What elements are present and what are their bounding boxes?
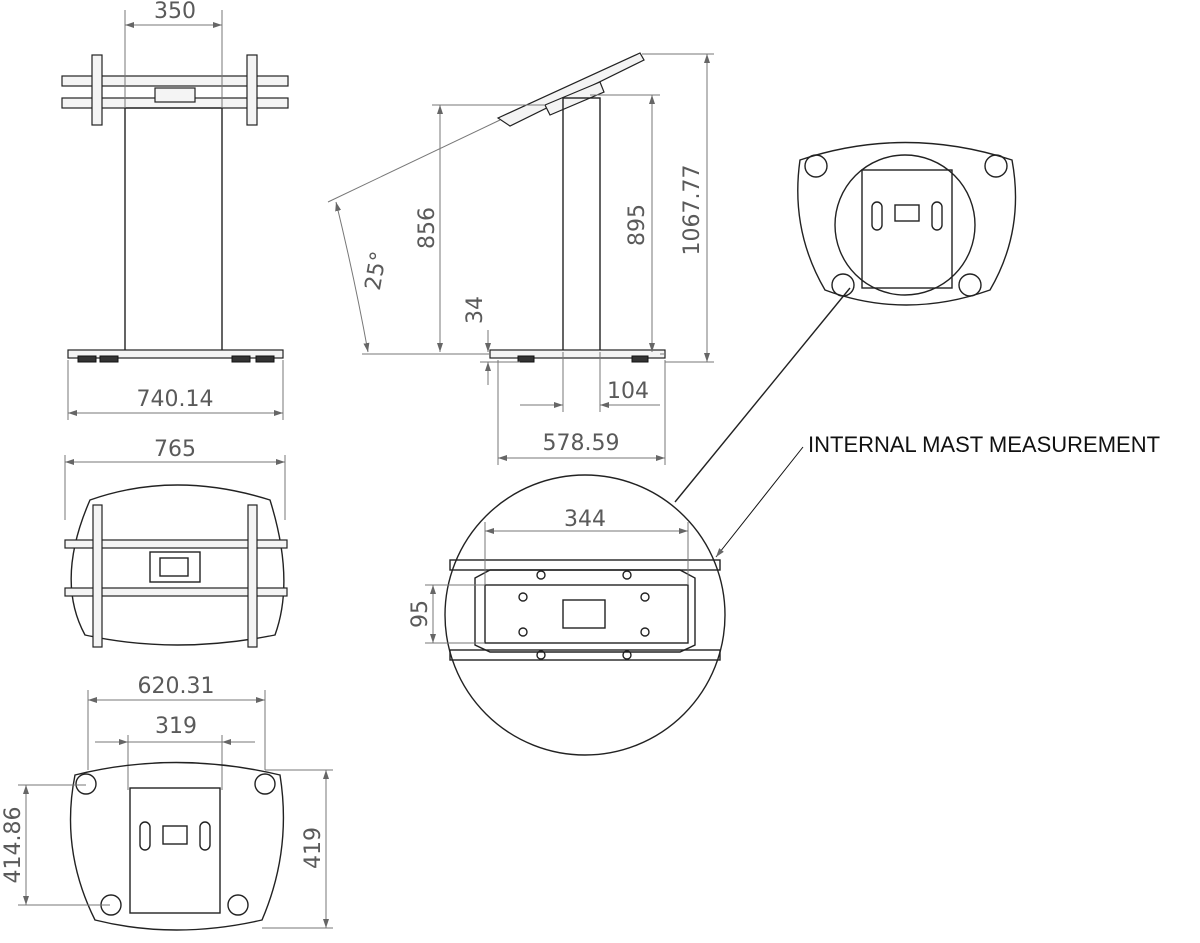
dim-label: 104 bbox=[607, 379, 649, 404]
foot bbox=[255, 355, 275, 363]
screen-tilted bbox=[496, 52, 645, 127]
mast-opening bbox=[484, 584, 689, 644]
base-outline bbox=[70, 484, 285, 646]
mount-rail-top bbox=[61, 75, 289, 87]
slot bbox=[871, 201, 883, 231]
detail-view: 344 95 INTERNAL MAST MEASUREMENT bbox=[408, 432, 1160, 756]
rail-top bbox=[449, 559, 721, 571]
dim-label: 319 bbox=[155, 714, 197, 739]
base-outline bbox=[69, 761, 285, 931]
corner-hole bbox=[227, 894, 249, 916]
mount-upright-left bbox=[92, 504, 103, 648]
dim-label: 344 bbox=[564, 507, 606, 532]
corner-hole bbox=[75, 773, 97, 795]
dim-label: 740.14 bbox=[137, 387, 214, 412]
bolt bbox=[640, 592, 650, 602]
rail-bottom bbox=[449, 649, 721, 661]
dimension-740: 740.14 bbox=[67, 360, 284, 420]
corner-hole bbox=[958, 273, 982, 297]
dimension-344: 344 bbox=[484, 507, 689, 585]
bolt bbox=[518, 627, 528, 637]
mast-plate bbox=[894, 204, 920, 222]
mount-upright-right bbox=[246, 54, 258, 126]
foot bbox=[517, 355, 535, 363]
mast-plate bbox=[162, 825, 188, 845]
dimension-34: 34 bbox=[463, 296, 520, 385]
nut bbox=[622, 650, 632, 660]
front-view: 350 740.14 bbox=[61, 0, 289, 420]
dim-label: 578.59 bbox=[543, 431, 620, 456]
dimension-350: 350 bbox=[124, 0, 223, 108]
column bbox=[562, 97, 601, 353]
base-outline bbox=[797, 141, 1017, 306]
mount-upright-left bbox=[91, 54, 103, 126]
dimension-319: 319 bbox=[95, 714, 255, 790]
side-view: 856 25° 34 895 1067.77 104 bbox=[327, 52, 714, 465]
corner-hole bbox=[831, 273, 855, 297]
mount-plate bbox=[149, 551, 201, 583]
dim-label: 765 bbox=[154, 437, 196, 462]
dimension-620: 620.31 bbox=[87, 674, 266, 770]
dimension-895: 895 bbox=[590, 94, 665, 355]
dim-label: 419 bbox=[301, 827, 326, 869]
slot bbox=[199, 821, 211, 851]
dim-label: 34 bbox=[463, 296, 488, 324]
dimension-95: 95 bbox=[408, 584, 485, 644]
mast-channel bbox=[129, 787, 221, 914]
dim-label: 95 bbox=[408, 600, 433, 628]
mast-circle bbox=[834, 154, 976, 296]
mast-channel bbox=[861, 169, 953, 289]
dimension-419: 419 bbox=[262, 769, 333, 929]
corner-hole bbox=[254, 773, 276, 795]
slot bbox=[931, 201, 943, 231]
nut bbox=[622, 570, 632, 580]
bolt bbox=[640, 627, 650, 637]
column bbox=[124, 107, 223, 353]
mount-plate bbox=[154, 87, 196, 103]
foot bbox=[231, 355, 251, 363]
dimension-856: 856 bbox=[362, 104, 545, 355]
mast-hole bbox=[159, 557, 189, 577]
dimension-1067: 1067.77 bbox=[642, 53, 714, 363]
dim-label: 620.31 bbox=[138, 674, 215, 699]
corner-hole bbox=[804, 154, 828, 178]
dim-label: 856 bbox=[415, 207, 440, 249]
dimension-414: 414.86 bbox=[1, 784, 110, 906]
foot bbox=[77, 355, 97, 363]
mount-upright-right bbox=[247, 504, 258, 648]
nut bbox=[536, 570, 546, 580]
callout-internal-mast: INTERNAL MAST MEASUREMENT bbox=[715, 432, 1160, 558]
mount-rail-bottom bbox=[64, 587, 288, 597]
dim-label: 25° bbox=[361, 249, 392, 292]
corner-hole bbox=[984, 154, 1008, 178]
dimension-104: 104 bbox=[520, 352, 660, 412]
dimension-765: 765 bbox=[64, 437, 286, 520]
bolt bbox=[518, 592, 528, 602]
center-hole bbox=[562, 599, 606, 629]
base-plate bbox=[67, 349, 284, 359]
callout-label: INTERNAL MAST MEASUREMENT bbox=[808, 432, 1160, 457]
mount-rail-top bbox=[64, 539, 288, 549]
slot bbox=[139, 821, 151, 851]
dim-label: 414.86 bbox=[1, 807, 26, 884]
foot bbox=[99, 355, 119, 363]
top-view bbox=[674, 141, 1017, 503]
rear-view: 765 bbox=[64, 437, 288, 648]
nut bbox=[536, 650, 546, 660]
bottom-view: 620.31 319 414.86 419 bbox=[1, 674, 333, 931]
dim-label: 350 bbox=[154, 0, 196, 24]
bracket-outline bbox=[474, 569, 696, 653]
detail-circle bbox=[444, 474, 726, 756]
dimension-578: 578.59 bbox=[497, 360, 666, 465]
foot bbox=[631, 355, 649, 363]
dim-label: 895 bbox=[625, 204, 650, 246]
detail-leader-line bbox=[674, 287, 851, 503]
dim-label: 1067.77 bbox=[680, 165, 705, 256]
